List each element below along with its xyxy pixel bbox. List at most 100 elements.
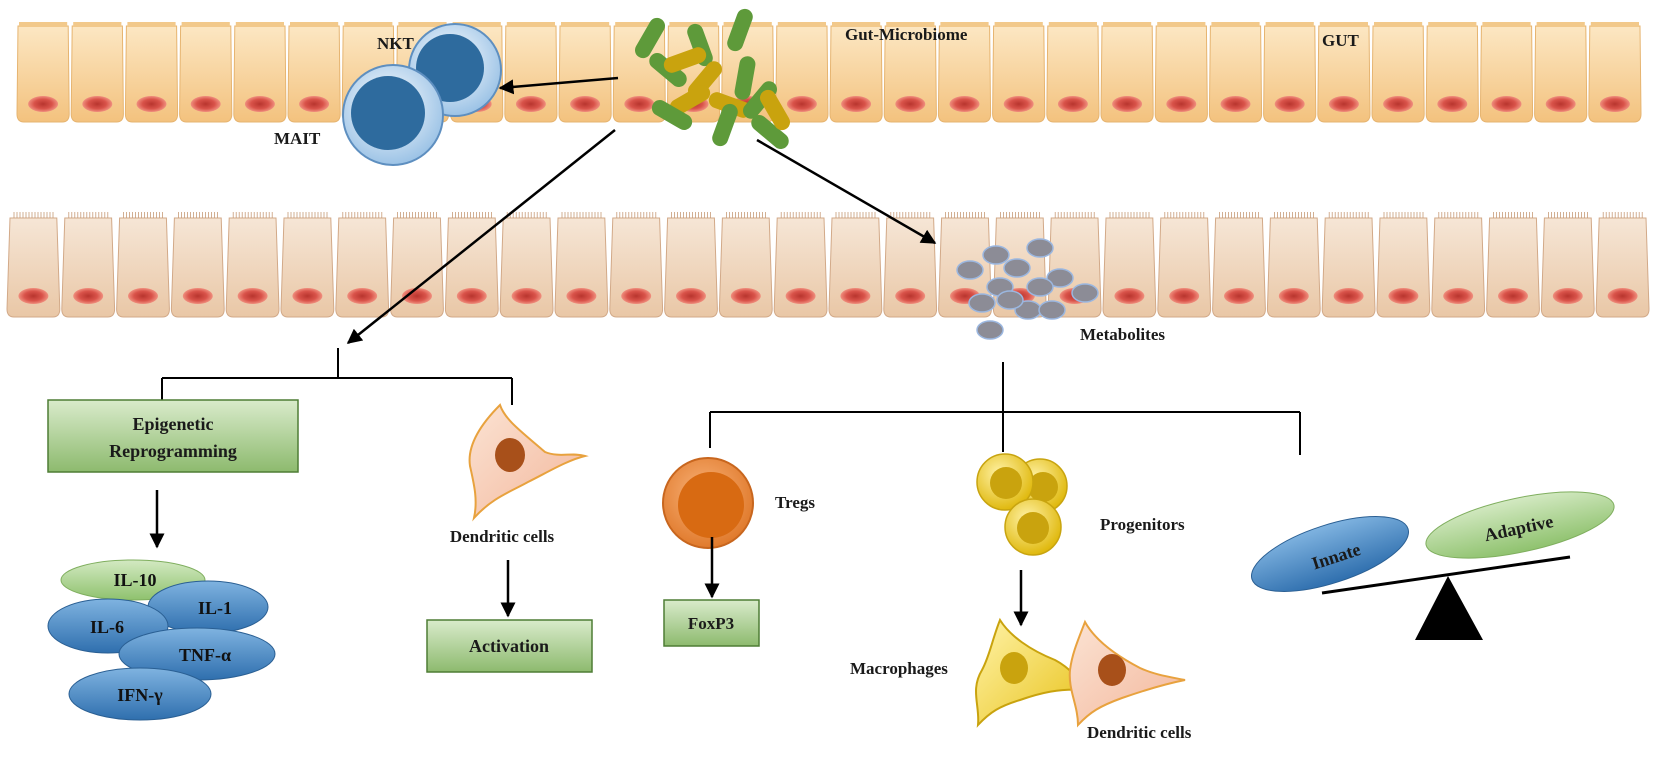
epithelial-cell-bottom <box>1431 212 1486 318</box>
epithelial-cell-bottom <box>225 212 280 318</box>
epithelial-cell-bottom <box>554 212 609 318</box>
metabolite-dot <box>968 293 996 313</box>
bacterium-icon <box>663 47 707 73</box>
epithelial-cell-top <box>1154 22 1208 123</box>
nkt-label: NKT <box>377 34 415 53</box>
treg-cell-icon <box>662 457 754 549</box>
metabolite-dot <box>1046 268 1074 288</box>
epithelial-cell-top <box>70 22 124 123</box>
dendritic-cell-right-icon <box>1068 619 1186 728</box>
epithelial-cell-top <box>937 22 992 123</box>
epithelial-cell-bottom <box>335 212 390 318</box>
arrow-microbiome-to-nkt <box>498 76 619 95</box>
arrow-microbiome-to-left-branch <box>346 129 616 344</box>
epithelial-cell-bottom <box>390 212 444 318</box>
metabolite-dot <box>976 320 1004 340</box>
tregs-label: Tregs <box>775 493 815 512</box>
epithelial-cell-top <box>1371 22 1425 123</box>
gut-microbiome-bacteria-icon <box>635 8 790 149</box>
activation-label: Activation <box>469 636 549 656</box>
epithelial-cell-top <box>504 22 558 123</box>
epithelial-cell-top <box>1534 22 1588 123</box>
epithelial-cell-bottom <box>1595 212 1650 318</box>
metabolite-dot <box>1003 258 1031 278</box>
il10-label: IL-10 <box>113 570 156 590</box>
metabolite-dot <box>982 245 1010 265</box>
gut-microbiome-label: Gut-Microbiome <box>845 25 968 44</box>
epithelial-cell-top <box>1100 22 1154 123</box>
progenitors-label: Progenitors <box>1100 515 1185 534</box>
macrophage-cell-icon <box>974 617 1087 728</box>
metabolite-dot <box>996 290 1024 310</box>
progenitor-cells-icon <box>976 453 1068 556</box>
dendritic-cells-left-label: Dendritic cells <box>450 527 555 546</box>
left-branch-bracket <box>161 348 513 405</box>
il6-label: IL-6 <box>90 617 124 637</box>
metabolite-dot <box>956 260 984 280</box>
metabolite-dot <box>1026 238 1054 258</box>
epigenetic-reprogramming-box: Epigenetic Reprogramming <box>47 399 299 473</box>
bacterium-icon <box>651 100 693 130</box>
epithelial-cell-bottom <box>1321 212 1376 318</box>
epithelial-cell-top <box>1317 22 1371 123</box>
balance-beam <box>1321 555 1571 595</box>
arrow-microbiome-to-metabolites <box>756 138 937 245</box>
epithelial-cell-top <box>233 22 287 123</box>
epithelial-cell-bottom <box>6 212 61 318</box>
epithelial-cell-bottom <box>170 212 225 318</box>
cytokine-cluster: IL-10 IL-1 IL-6 TNF-α IFN-γ <box>47 559 276 721</box>
foxp3-label: FoxP3 <box>688 614 734 633</box>
epithelial-cell-bottom <box>444 212 499 318</box>
ifn-ellipse <box>68 667 212 721</box>
epithelial-cell-bottom <box>1157 212 1212 318</box>
epithelial-cell-bottom <box>1376 212 1431 318</box>
metabolite-dot <box>1026 277 1054 297</box>
gut-epithelium-top <box>16 22 1642 123</box>
epithelial-cell-top <box>287 22 341 123</box>
epithelial-cell-top <box>1046 22 1100 123</box>
innate-adaptive-balance: Innate Adaptive <box>1251 491 1615 640</box>
bacterium-icon <box>751 115 789 149</box>
tnf-label: TNF-α <box>179 645 231 665</box>
macrophages-label: Macrophages <box>850 659 948 678</box>
bacterium-icon <box>669 85 711 115</box>
epithelial-cell-bottom <box>1102 212 1157 318</box>
epithelial-cell-bottom <box>664 212 718 318</box>
epithelial-cell-top <box>558 22 612 123</box>
mait-cell-icon <box>342 64 444 166</box>
epigenetic-label-line1: Epigenetic <box>133 414 214 434</box>
epithelial-cell-top <box>1425 22 1479 123</box>
bacterium-icon <box>727 8 753 52</box>
epithelial-cell-top <box>992 22 1046 123</box>
activation-box: Activation <box>426 619 593 673</box>
foxp3-box: FoxP3 <box>663 599 760 647</box>
innate-ellipse <box>1251 516 1409 592</box>
dendritic-cells-right-label: Dendritic cells <box>1087 723 1192 742</box>
epithelial-cell-bottom <box>718 212 773 318</box>
epithelial-cell-top <box>16 22 70 123</box>
epithelial-cell-bottom <box>1540 212 1595 318</box>
epithelial-cell-bottom <box>609 212 664 318</box>
epithelial-cell-bottom <box>1266 212 1321 318</box>
epithelial-cell-top <box>179 22 233 123</box>
epithelial-cell-bottom <box>773 212 828 318</box>
epithelial-cell-top <box>1588 22 1642 123</box>
gut-epithelium-bottom <box>6 212 1650 318</box>
epithelial-cell-top <box>124 22 179 123</box>
right-branch-bracket <box>709 362 1301 455</box>
bacterium-icon <box>734 56 756 100</box>
metabolites-icon <box>956 238 1099 340</box>
epithelial-cell-bottom <box>1212 212 1266 318</box>
bacterium-icon <box>760 89 790 131</box>
epithelial-cell-bottom <box>280 212 335 318</box>
adaptive-ellipse <box>1425 491 1615 559</box>
epithelial-cell-top <box>1479 22 1534 123</box>
dendritic-cell-left-icon <box>468 403 589 522</box>
bacterium-icon <box>635 17 665 59</box>
metabolite-dot <box>1071 283 1099 303</box>
epithelial-cell-top <box>612 22 666 123</box>
epigenetic-label-line2: Reprogramming <box>109 441 237 461</box>
metabolites-label: Metabolites <box>1080 325 1165 344</box>
